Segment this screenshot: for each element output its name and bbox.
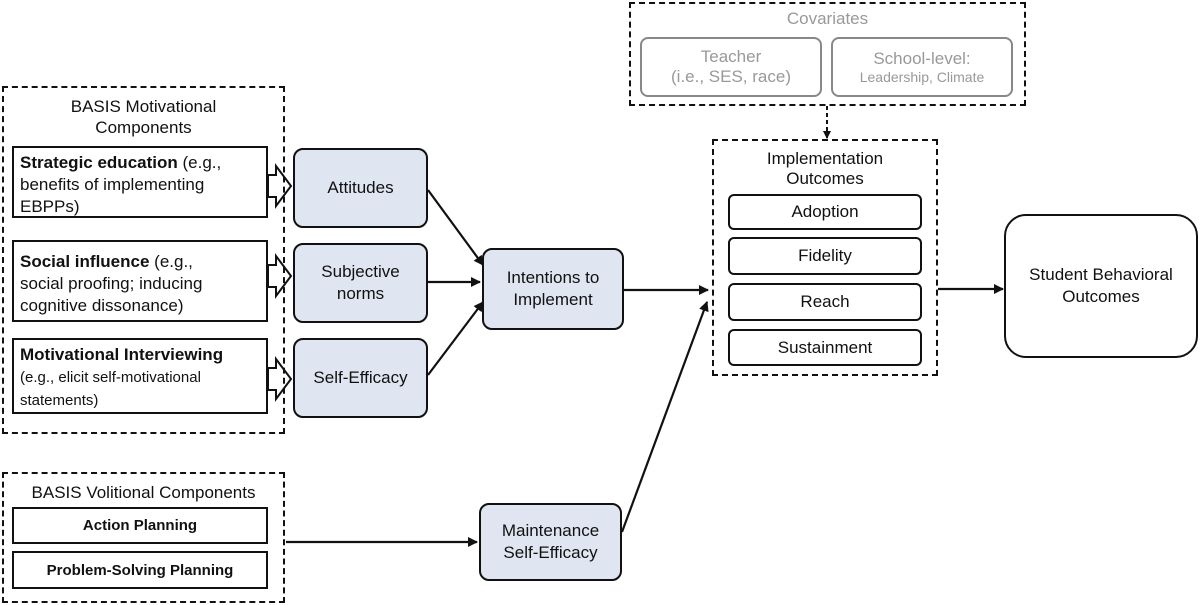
volitional-group: BASIS Volitional Components — [2, 472, 285, 603]
component-motivational-interviewing: Motivational Interviewing (e.g., elicit … — [12, 338, 268, 414]
construct-subjective-norms: Subjective norms — [293, 243, 428, 323]
volitional-title: BASIS Volitional Components — [31, 483, 256, 502]
teacher-detail: (i.e., SES, race) — [671, 67, 791, 86]
social-bold: Social influence — [20, 252, 150, 271]
construct-intentions: Intentions to Implement — [482, 248, 624, 330]
school-detail: Leadership, Climate — [859, 69, 985, 85]
covariate-teacher: Teacher (i.e., SES, race) — [640, 37, 822, 97]
outcome-reach: Reach — [728, 283, 922, 321]
construct-self-efficacy: Self-Efficacy — [293, 338, 428, 418]
motivational-group: BASIS Motivational Components — [2, 86, 285, 434]
motivational-title: BASIS Motivational Components — [70, 97, 217, 137]
arrow-selfefficacy-to-intentions — [427, 301, 484, 376]
component-strategic-education: Strategic education (e.g., benefits of i… — [12, 146, 268, 218]
construct-attitudes: Attitudes — [293, 148, 428, 228]
strategic-bold: Strategic education — [20, 153, 178, 172]
construct-maintenance-self-efficacy: Maintenance Self-Efficacy — [479, 503, 622, 581]
outcome-sustainment: Sustainment — [728, 329, 922, 366]
volitional-problem-solving-planning: Problem-Solving Planning — [12, 551, 268, 589]
school-label: School-level: — [873, 49, 971, 68]
teacher-label: Teacher — [700, 47, 762, 66]
implementation-title: Implementation Outcomes — [766, 149, 884, 188]
student-behavioral-outcomes: Student Behavioral Outcomes — [1004, 214, 1198, 358]
arrow-attitudes-to-intentions — [427, 189, 484, 266]
covariates-group: Covariates — [629, 2, 1026, 106]
component-social-influence: Social influence (e.g., social proofing;… — [12, 240, 268, 322]
implementation-outcomes-group: Implementation Outcomes — [712, 139, 938, 376]
covariates-title: Covariates — [786, 9, 869, 28]
volitional-action-planning: Action Planning — [12, 507, 268, 544]
outcome-fidelity: Fidelity — [728, 237, 922, 275]
outcome-adoption: Adoption — [728, 194, 922, 230]
arrow-maintenance-to-outcomes — [620, 301, 709, 533]
mi-bold: Motivational Interviewing — [20, 345, 224, 364]
covariate-school: School-level: Leadership, Climate — [831, 37, 1013, 97]
